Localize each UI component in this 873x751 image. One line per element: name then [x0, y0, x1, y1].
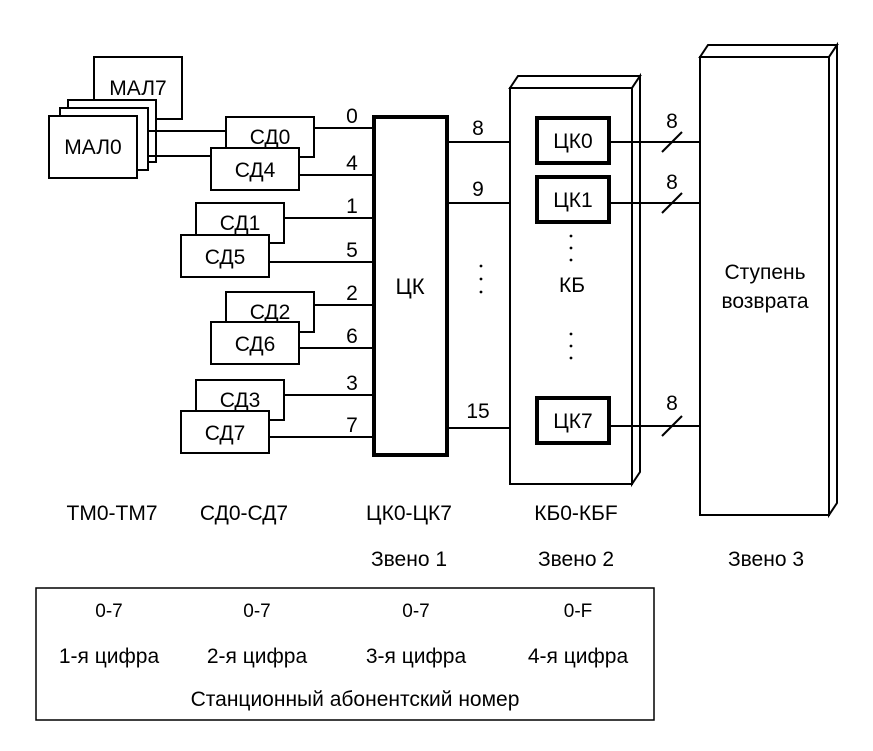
input-number: 7	[346, 414, 358, 437]
ellipsis-dot	[569, 246, 573, 250]
digit-range: 0-7	[243, 601, 270, 622]
kb-ck-label: ЦК1	[553, 189, 592, 212]
sd-pair-2: СД2 СД6	[210, 291, 315, 365]
digit-caption: 2-я цифра	[207, 645, 308, 668]
mal-front-label: МАЛ0	[64, 136, 121, 159]
kb-ck-box-1	[535, 175, 611, 224]
ck-box	[372, 115, 449, 457]
column-captions: ТМ0-ТМ7 СД0-СД7 ЦК0-ЦК7 КБ0-КБF	[67, 502, 618, 525]
input-number: 2	[346, 282, 358, 305]
sd-label-2: СД2	[250, 301, 291, 324]
digit-range: 0-7	[95, 601, 122, 622]
link-captions: Звено 1 Звено 2 Звено 3	[371, 548, 804, 571]
kb-ck-label: ЦК7	[553, 410, 592, 433]
input-numbers: 0 4 1 5 2 6 3 7	[346, 105, 358, 437]
kb-ck-label: ЦК0	[553, 130, 592, 153]
number-frame	[35, 587, 655, 721]
input-number: 5	[346, 239, 358, 262]
bus-width-label: 8	[666, 392, 678, 415]
ck-label: ЦК	[395, 274, 424, 299]
column-caption: ТМ0-ТМ7	[67, 502, 158, 525]
digit-caption: 1-я цифра	[59, 645, 160, 668]
ellipsis-dot	[569, 234, 573, 238]
stage3-front-face	[699, 56, 830, 516]
sd-pair-1: СД1 СД5	[180, 202, 285, 278]
sd-box-4	[210, 147, 300, 191]
input-number: 1	[346, 195, 358, 218]
ellipsis-dot	[479, 277, 483, 281]
digit-caption: 3-я цифра	[366, 645, 467, 668]
ellipsis-dot	[569, 332, 573, 336]
output-number: 8	[472, 117, 484, 140]
sd-label-6: СД6	[235, 333, 276, 356]
sd-label-5: СД5	[205, 246, 246, 269]
kb-side-face	[631, 72, 641, 488]
ellipsis-dot	[479, 290, 483, 294]
digit-range: 0-7	[402, 601, 429, 622]
ellipsis-dot	[569, 356, 573, 360]
digit-range: 0-F	[564, 601, 593, 622]
subscriber-number-box: 0-7 0-7 0-7 0-F 1-я цифра 2-я цифра 3-я …	[35, 587, 655, 721]
mal-stack: МАЛ7 МАЛ0	[48, 56, 183, 179]
input-number: 4	[346, 152, 358, 175]
bus-width-label: 8	[666, 171, 678, 194]
ck-block: ЦК	[372, 115, 449, 457]
output-number: 15	[466, 400, 489, 423]
input-number: 0	[346, 105, 358, 128]
ellipsis-dot	[479, 264, 483, 268]
column-caption: КБ0-КБF	[534, 502, 618, 525]
bus-width-label: 8	[666, 110, 678, 133]
sd-label-1: СД1	[220, 212, 261, 235]
kb-ck-box-7	[535, 396, 611, 445]
ellipsis-dot	[569, 344, 573, 348]
kb-label: КБ	[559, 274, 585, 297]
stage3-side-face	[828, 41, 838, 519]
link-caption: Звено 1	[371, 548, 447, 571]
sd-box-5	[180, 234, 270, 278]
column-caption: СД0-СД7	[200, 502, 288, 525]
kb-block: КБ ЦК0 ЦК1 ЦК7	[508, 72, 642, 488]
mal-sd-links	[148, 130, 226, 157]
sd-label-0: СД0	[250, 126, 291, 149]
stage3-top-face	[698, 44, 839, 58]
sd-label-4: СД4	[235, 159, 276, 182]
kb-stage3-buses: 8 8 8	[609, 110, 700, 437]
digit-caption: 4-я цифра	[528, 645, 629, 668]
column-caption: ЦК0-ЦК7	[366, 502, 452, 525]
sd-box-6	[210, 321, 300, 365]
input-number: 6	[346, 325, 358, 348]
sd-label-3: СД3	[220, 389, 261, 412]
stage3-label-line2: возврата	[721, 290, 808, 313]
input-number: 3	[346, 372, 358, 395]
number-caption: Станционный абонентский номер	[191, 688, 520, 711]
sd-label-7: СД7	[205, 422, 246, 445]
output-number: 9	[472, 178, 484, 201]
sd-ck-links	[269, 127, 374, 438]
sd-pair-0: СД0 СД4	[210, 116, 315, 191]
link-caption: Звено 2	[538, 548, 614, 571]
kb-top-face	[508, 75, 642, 89]
sd-pair-3: СД3 СД7	[180, 379, 285, 454]
sd-box-7	[180, 410, 270, 454]
link-caption: Звено 3	[728, 548, 804, 571]
mal-back-label: МАЛ7	[109, 77, 166, 100]
stage3-label-line1: Ступень	[724, 261, 805, 284]
kb-ck-box-0	[535, 116, 611, 165]
stage3-block: Ступень возврата	[698, 41, 839, 519]
mal-box-front	[48, 115, 138, 179]
ellipsis-dot	[569, 258, 573, 262]
